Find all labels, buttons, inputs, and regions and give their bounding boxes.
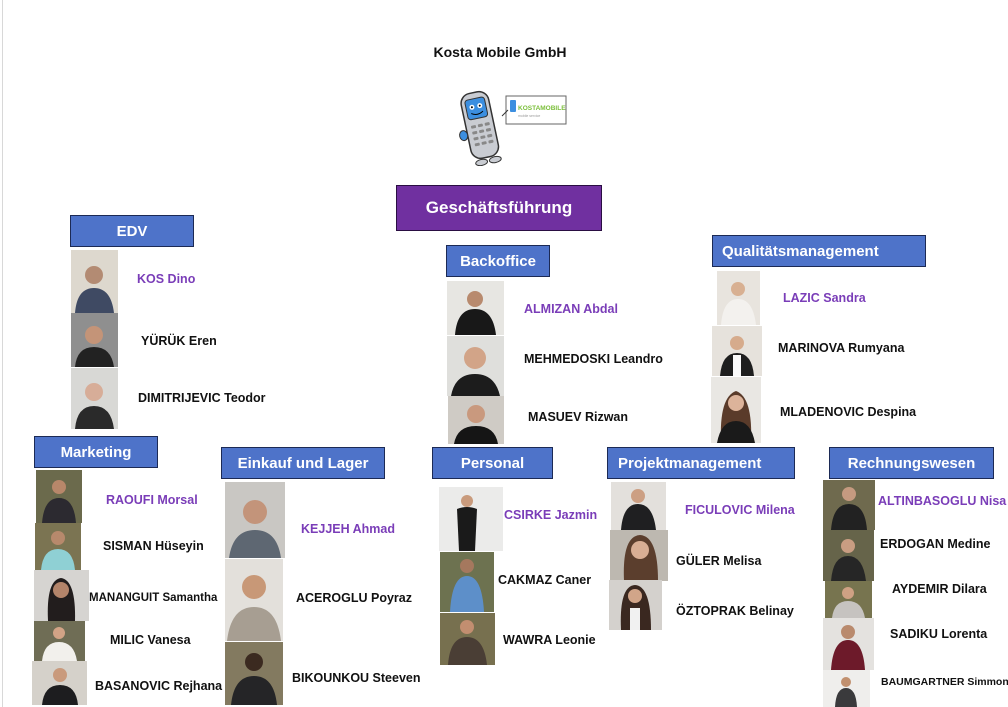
department-header-rechnungswesen: Rechnungswesen: [829, 447, 994, 479]
employee-name: KOS Dino: [137, 272, 196, 286]
page-edge: [2, 0, 3, 707]
employee-photo: [34, 621, 85, 661]
employee-photo: [610, 530, 668, 581]
department-header-marketing: Marketing: [34, 436, 158, 468]
employee-name: GÜLER Melisa: [676, 554, 762, 568]
management-box: Geschäftsführung: [396, 185, 602, 231]
employee-photo: [611, 482, 666, 530]
employee-name: CSIRKE Jazmin: [504, 508, 598, 522]
employee-photo: [32, 661, 87, 705]
employee-name: LAZIC Sandra: [783, 291, 866, 305]
employee-name: BIKOUNKOU Steeven: [292, 671, 421, 685]
employee-photo: [440, 552, 494, 612]
employee-photo: [36, 470, 82, 523]
employee-name: BAUMGARTNER Simmone: [881, 676, 1008, 688]
employee-name: BASANOVIC Rejhana: [95, 679, 223, 693]
department-header-personal: Personal: [432, 447, 553, 479]
company-title: Kosta Mobile GmbH: [433, 44, 567, 60]
employee-photo: [823, 530, 874, 581]
employee-name: MARINOVA Rumyana: [778, 341, 905, 355]
employee-name: MEHMEDOSKI Leandro: [524, 352, 663, 366]
employee-name: KEJJEH Ahmad: [301, 522, 396, 536]
employee-photo: [717, 271, 760, 325]
employee-photo: [609, 580, 662, 630]
employee-photo: [225, 642, 283, 705]
employee-photo: [35, 523, 81, 570]
employee-photo: [448, 396, 504, 444]
employee-photo: [447, 336, 504, 396]
employee-photo: [34, 570, 89, 621]
employee-name: SISMAN Hüseyin: [103, 539, 204, 553]
employee-photo: [712, 326, 762, 376]
employee-photo: [823, 670, 870, 707]
employee-photo: [71, 313, 118, 367]
employee-photo: [825, 581, 872, 618]
employee-photo: [823, 480, 875, 530]
employee-photo: [711, 377, 761, 443]
employee-name: MLADENOVIC Despina: [780, 405, 917, 419]
phone-mascot-icon: KOSTAMOBILE mobile service: [459, 90, 567, 167]
department-header-backoffice: Backoffice: [446, 245, 550, 277]
employee-photo: [823, 618, 874, 670]
employee-name: SADIKU Lorenta: [890, 627, 988, 641]
employee-photo: [71, 250, 118, 313]
employee-photo: [447, 281, 504, 335]
department-header-projektmanagement: Projektmanagement: [607, 447, 795, 479]
employee-name: ERDOGAN Medine: [880, 537, 991, 551]
company-logo: KOSTAMOBILE mobile service: [458, 86, 570, 167]
department-header-edv: EDV: [70, 215, 194, 247]
logo-sign-text: KOSTAMOBILE: [518, 105, 566, 112]
department-header-qualitaetsmanagement: Qualitätsmanagement: [712, 235, 926, 267]
employee-photo: [439, 487, 503, 551]
employee-name: FICULOVIC Milena: [685, 503, 795, 517]
employee-name: ALTINBASOGLU Nisa: [878, 494, 1007, 508]
employee-name: RAOUFI Morsal: [106, 493, 198, 507]
employee-name: ÖZTOPRAK Belinay: [676, 604, 794, 618]
employee-photo: [225, 559, 283, 641]
employee-name: WAWRA Leonie: [503, 633, 596, 647]
employee-name: ACEROGLU Poyraz: [296, 591, 412, 605]
employee-photo: [71, 368, 118, 429]
employee-name: AYDEMIR Dilara: [892, 582, 987, 596]
employee-photo: [440, 613, 495, 665]
employee-name: DIMITRIJEVIC Teodor: [138, 391, 266, 405]
logo-sign-subtext: mobile service: [518, 114, 540, 118]
employee-name: MANANGUIT Samantha: [89, 592, 218, 604]
department-header-einkauf-und-lager: Einkauf und Lager: [221, 447, 385, 479]
employee-name: YÜRÜK Eren: [141, 334, 217, 348]
employee-name: MASUEV Rizwan: [528, 410, 629, 424]
employee-name: CAKMAZ Caner: [498, 573, 592, 587]
employee-name: MILIC Vanesa: [110, 633, 191, 647]
employee-photo: [225, 482, 285, 558]
employee-name: ALMIZAN Abdal: [524, 302, 618, 316]
